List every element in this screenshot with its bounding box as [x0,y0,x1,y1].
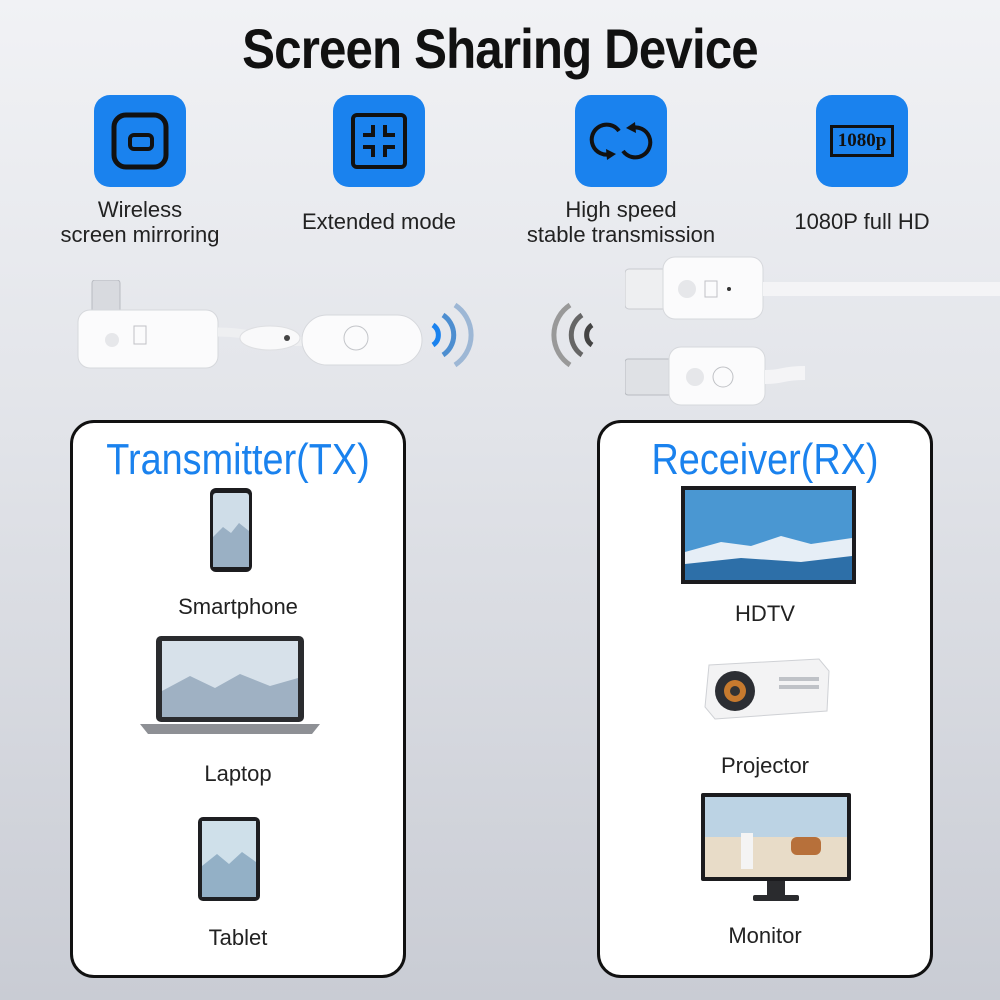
receiver-title: Receiver(RX) [651,435,879,484]
page-title: Screen Sharing Device [242,17,759,80]
tablet-icon [197,816,261,907]
transmitter-card: Transmitter(TX) Smartphone Laptop Tablet [70,420,406,978]
feature-label: Extended mode [301,209,457,234]
tablet-label: Tablet [208,925,268,950]
feature-label: 1080P full HD [794,209,930,234]
sync-arrows-icon [575,95,667,187]
feature-extended: Extended mode [259,95,499,234]
receiver-dongle [624,255,1000,420]
feature-1080p: 1080p 1080P full HD [742,95,982,234]
monitor-label: Monitor [728,923,802,948]
signal-right-icon [425,300,475,375]
1080p-badge-icon: 1080p [816,95,908,187]
laptop-label: Laptop [204,761,272,786]
laptop-icon [140,636,320,741]
smartphone-label: Smartphone [178,594,298,619]
feature-label: High speed stable transmission [526,197,716,247]
hdtv-label: HDTV [735,601,795,626]
signal-left-icon [550,300,600,375]
transmitter-title: Transmitter(TX) [106,435,370,484]
receiver-card: Receiver(RX) HDTV Projector [597,420,933,978]
transmitter-dongle [70,279,480,385]
feature-transmission: High speed stable transmission [501,95,741,247]
projector-icon [699,653,834,728]
wireless-mirror-icon [94,95,186,187]
monitor-icon [701,793,851,910]
extend-screen-icon [333,95,425,187]
smartphone-icon [209,487,253,578]
hdtv-icon [681,486,856,589]
projector-label: Projector [720,753,810,778]
feature-label: Wireless screen mirroring [60,197,220,247]
feature-wireless: Wireless screen mirroring [20,95,260,247]
